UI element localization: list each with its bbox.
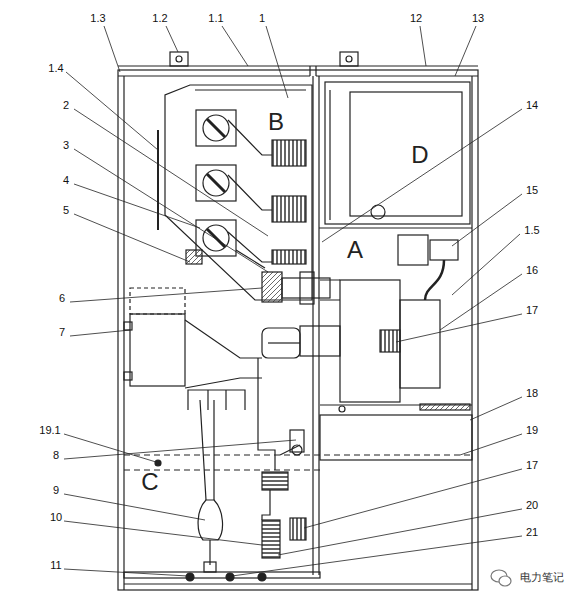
- callout-number: 19.1: [38, 424, 61, 436]
- callout-number: 13: [471, 12, 485, 24]
- callout-number: 15: [525, 184, 539, 196]
- callout-number: 9: [52, 484, 60, 496]
- callout-number: 19: [525, 424, 539, 436]
- callout-number: 10: [49, 511, 63, 523]
- compartment-letter: B: [267, 109, 285, 135]
- callout-number: 12: [409, 12, 423, 24]
- callout-number: 1.1: [207, 12, 224, 24]
- callout-number: 1.4: [47, 62, 64, 74]
- callout-number: 18: [525, 387, 539, 399]
- callout-number: 14: [525, 99, 539, 111]
- callout-number: 11: [49, 559, 62, 571]
- compartment-letter: A: [346, 237, 364, 263]
- compartment-letter: C: [140, 469, 159, 495]
- callout-number: 5: [62, 204, 70, 216]
- compartment-letter: D: [410, 142, 429, 168]
- callout-number: 21: [525, 526, 539, 538]
- callout-number: 4: [62, 174, 70, 186]
- callout-number: 17: [525, 304, 539, 316]
- callout-number: 17: [525, 459, 539, 471]
- callout-number: 8: [52, 449, 60, 461]
- callout-number: 6: [58, 292, 66, 304]
- callout-number: 1.5: [523, 224, 540, 236]
- watermark: 电力笔记: [519, 572, 565, 584]
- callout-number: 1: [258, 12, 266, 24]
- callout-number: 20: [525, 499, 539, 511]
- callout-number: 1.3: [89, 12, 106, 24]
- callout-number: 2: [62, 99, 70, 111]
- callout-number: 1.2: [151, 12, 168, 24]
- callout-number: 7: [58, 326, 66, 338]
- callout-number: 16: [525, 264, 539, 276]
- callout-number: 3: [62, 139, 70, 151]
